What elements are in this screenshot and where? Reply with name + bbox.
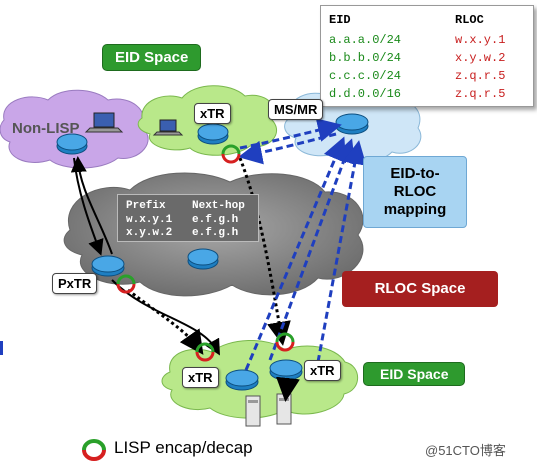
- arrow-blue-xtr1-msmr: [244, 136, 347, 371]
- encap-decap-icon: [82, 439, 106, 461]
- router-pxtr: [91, 255, 125, 277]
- encap-decap-icon: [116, 274, 136, 294]
- arrow-pxtr-nonlisp: [70, 156, 113, 255]
- encap-decap-icon: [275, 332, 295, 352]
- xtr-label-bottom-right: xTR: [304, 360, 341, 381]
- router-xtr-bottom-left: [225, 369, 259, 391]
- eid-rloc-table: EID RLOC a.a.a.0/24 w.x.y.1 b.b.b.0/24 x…: [320, 5, 534, 107]
- arrow-blue-xtr2-msmr: [268, 138, 356, 361]
- non-lisp-cloud: [0, 89, 149, 169]
- server-icon: [245, 395, 261, 427]
- rloc-cell: z.q.r.5: [455, 69, 506, 83]
- eid-cloud-bottom: [161, 340, 359, 419]
- nexthop-cell: e.f.g.h: [192, 214, 239, 226]
- pxtr-label: PxTR: [52, 273, 98, 294]
- encap-decap-icon: [221, 144, 241, 164]
- rloc-cell: x.y.w.2: [455, 51, 506, 65]
- eid-cell: b.b.b.0/24: [329, 51, 402, 65]
- xtr-label-bottom-left: xTR: [182, 367, 219, 388]
- eid-cell: d.d.0.0/16: [329, 87, 402, 101]
- prefix-header: Prefix: [126, 200, 166, 212]
- server-icon: [276, 393, 292, 425]
- prefix-cell: w.x.y.1: [126, 214, 173, 226]
- prefix-nexthop-table: Prefix Next-hop w.x.y.1 e.f.g.h x.y.w.2 …: [117, 194, 259, 242]
- laptop-icon: [84, 112, 124, 133]
- ms-mr-label: MS/MR: [268, 99, 324, 120]
- eid-cell: c.c.c.0/24: [329, 69, 402, 83]
- legend-label: LISP encap/decap: [114, 438, 253, 457]
- router-nonlisp: [56, 133, 88, 155]
- nexthop-cell: e.f.g.h: [192, 227, 239, 239]
- router-xtr-top: [197, 123, 229, 145]
- arrow-dotted-pxtr-xtr: [127, 288, 204, 355]
- router-core: [187, 248, 219, 270]
- eid-space-label-bottom: EID Space: [363, 362, 466, 386]
- eid-header: EID: [329, 13, 351, 27]
- xtr-label-top: xTR: [194, 103, 231, 124]
- edge-mark: [0, 341, 3, 355]
- rloc-cell: w.x.y.1: [455, 33, 506, 47]
- eid-cell: a.a.a.0/24: [329, 33, 402, 47]
- arrow-dotted-xtr-top: [238, 157, 291, 346]
- prefix-cell: x.y.w.2: [126, 227, 173, 239]
- arrow-blue-msmr-xtr: [238, 132, 337, 165]
- router-xtr-bottom-right: [269, 359, 303, 381]
- nexthop-header: Next-hop: [192, 200, 245, 212]
- encap-decap-icon: [195, 342, 215, 362]
- mapping-label: EID-to-RLOC mapping: [383, 165, 447, 218]
- watermark: @51CTO博客: [425, 443, 506, 458]
- rloc-cell: z.q.r.5: [455, 87, 506, 101]
- arrow-blue-xtr3-msmr: [316, 140, 367, 363]
- router-ms-mr: [335, 113, 369, 135]
- eid-space-label-top: EID Space: [102, 44, 202, 71]
- laptop-icon: [152, 119, 184, 136]
- eid-to-rloc-mapping-box: EID-to-RLOC mapping: [363, 156, 467, 228]
- rloc-header: RLOC: [455, 13, 484, 27]
- rloc-space-label: RLOC Space: [342, 271, 498, 307]
- non-lisp-label: Non-LISP: [12, 120, 80, 137]
